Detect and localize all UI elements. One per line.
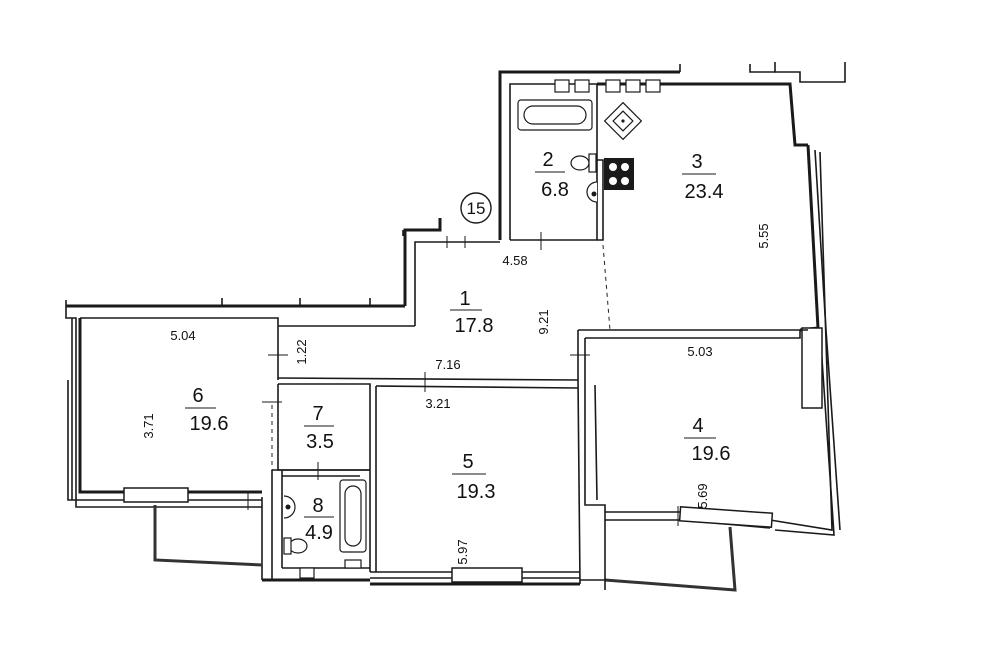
bathtub-icon [517,99,593,131]
dimension-label: 5.97 [455,539,470,564]
inner-walls [271,84,808,590]
openings [271,244,611,470]
toilet-icon [570,153,597,173]
dimension-label: 7.16 [435,357,460,372]
room-1-label: 1 17.8 [450,288,493,337]
room-7-label: 7 3.5 [304,403,334,453]
bathtub-icon [339,479,367,553]
sink-icon [586,181,598,203]
svg-text:8: 8 [312,495,323,517]
room-3-label: 3 23.4 [682,151,723,203]
fixtures [283,79,661,579]
dimension-label: 5.55 [756,223,771,248]
svg-text:5: 5 [462,451,473,473]
dimension-label: 4.58 [502,253,527,268]
room-6-label: 6 19.6 [185,385,228,435]
room-4-label: 4 19.6 [684,415,730,465]
room-5-label: 5 19.3 [452,451,495,503]
dimension-label: 5.04 [170,328,195,343]
entrance-number: 15 [467,199,486,218]
dimension-label: 5.03 [687,344,712,359]
svg-text:6.8: 6.8 [541,179,569,201]
room-2-label: 2 6.8 [535,149,569,201]
dimension-label: 5.69 [695,483,710,508]
svg-text:2: 2 [542,149,553,171]
dimension-label: 1.22 [294,339,309,364]
dimension-label: 3.71 [141,413,156,438]
svg-text:23.4: 23.4 [685,181,724,203]
svg-text:19.6: 19.6 [190,413,229,435]
tick-marks [247,232,679,526]
svg-text:7: 7 [312,403,323,425]
toilet-icon [283,537,308,555]
kitchen-sink-icon [603,101,643,141]
svg-text:3: 3 [691,151,702,173]
dimension-labels: 4.58 5.55 9.21 5.04 1.22 7.16 3.21 5.03 … [141,223,771,564]
dimension-label: 9.21 [536,309,551,334]
svg-text:1: 1 [459,288,470,310]
stove-icon [604,158,634,190]
svg-text:19.3: 19.3 [457,481,496,503]
dimension-label: 3.21 [425,396,450,411]
svg-text:19.6: 19.6 [692,443,731,465]
room-8-label: 8 4.9 [304,495,334,544]
entrance-marker: 15 [460,192,492,224]
room-labels: 1 17.8 2 6.8 3 23.4 4 19.6 5 19.3 [185,149,730,544]
svg-text:4.9: 4.9 [305,522,333,544]
svg-text:6: 6 [192,385,203,407]
sink-icon [283,495,296,519]
svg-text:17.8: 17.8 [455,315,494,337]
svg-text:4: 4 [692,415,703,437]
svg-text:3.5: 3.5 [306,431,334,453]
outer-walls [65,62,846,592]
